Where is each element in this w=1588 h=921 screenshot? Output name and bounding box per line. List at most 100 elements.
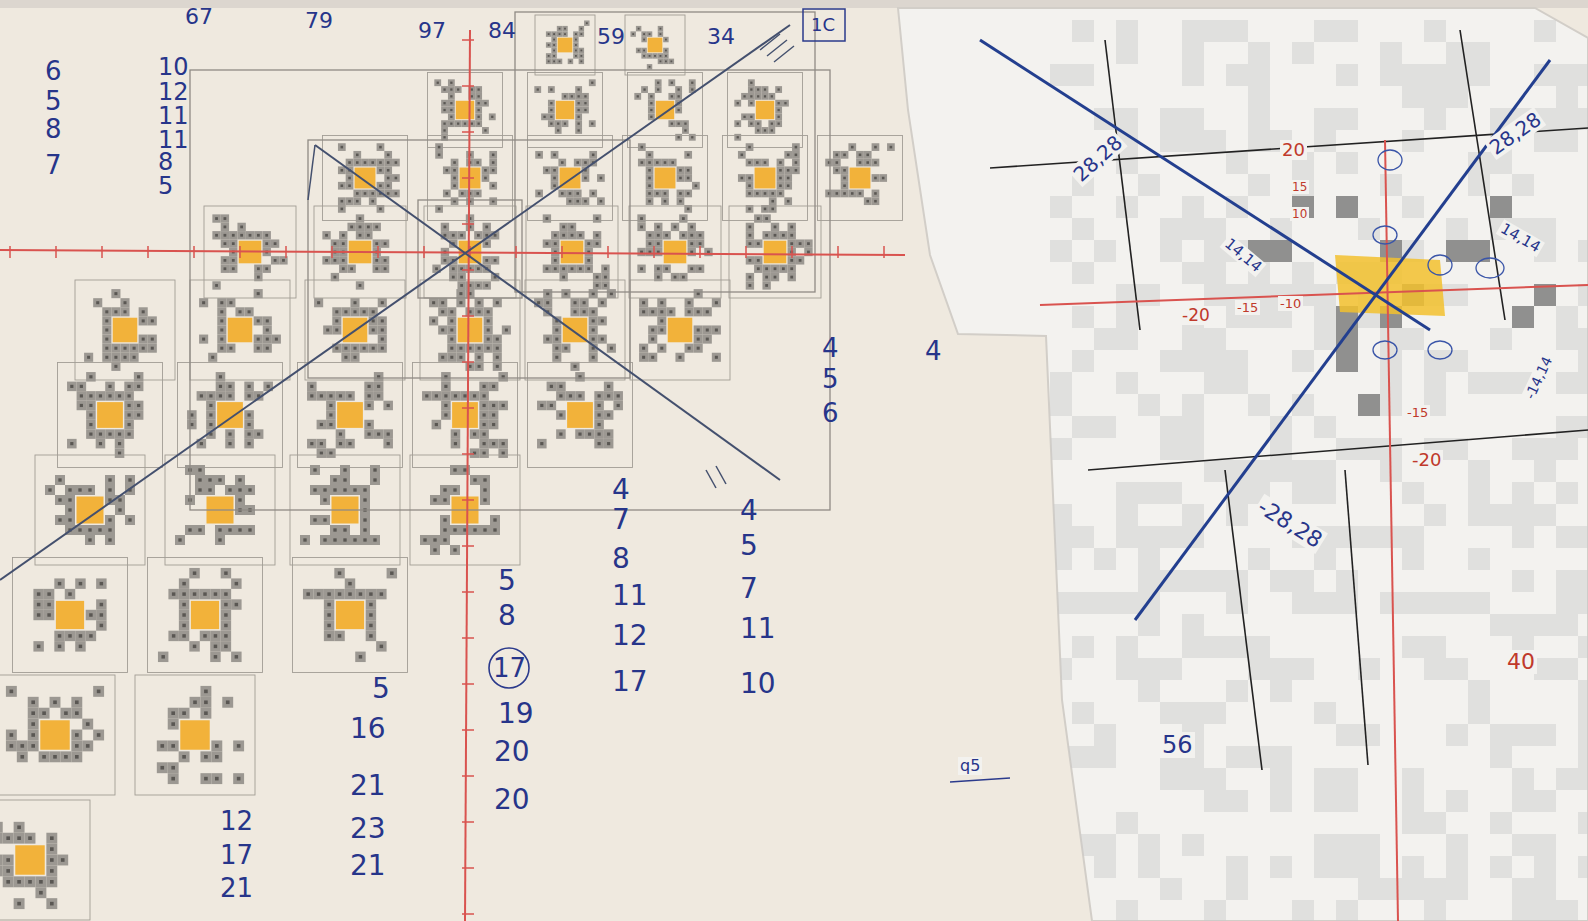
gray-pixel [579, 26, 584, 31]
pixel-dot [642, 356, 645, 359]
pixel-dot [238, 528, 241, 531]
pixel-dot [494, 234, 497, 237]
gray-pixel [443, 190, 451, 198]
gray-pixel [777, 159, 785, 167]
gray-pixel [206, 391, 216, 401]
gray-pixel [102, 344, 111, 353]
gray-pixel [762, 265, 770, 273]
gray-pixel [479, 439, 489, 449]
pixel-dot [682, 234, 685, 237]
gray-pixel [369, 344, 378, 353]
gray-pixel [679, 214, 687, 222]
gray-pixel [613, 391, 623, 401]
pixel-dot [688, 347, 691, 350]
gray-pixel [746, 159, 754, 167]
pixel-dot [607, 385, 610, 388]
pixel-dot [363, 498, 366, 501]
gray-pixel [769, 190, 777, 198]
gray-pixel [334, 589, 344, 599]
gray-pixel [378, 344, 387, 353]
pixel-dot [379, 146, 382, 149]
pixel-dot [485, 284, 488, 287]
pixel-dot [161, 655, 164, 658]
gray-pixel [377, 182, 385, 190]
gray-pixel [345, 391, 355, 401]
pixel-dot [443, 109, 445, 111]
pixel-dot [546, 217, 549, 220]
pixel-dot [764, 95, 766, 97]
pixel-dot [678, 356, 681, 359]
gray-pixel [746, 190, 754, 198]
gray-pixel [384, 166, 392, 174]
cell-frame [528, 73, 603, 148]
pixel-dot [790, 276, 793, 279]
pixel-dot [343, 488, 346, 491]
pixel-dot [478, 347, 481, 350]
gray-pixel [575, 86, 582, 93]
gray-pixel [557, 59, 562, 64]
gray-pixel [696, 265, 704, 273]
pixel-dot [564, 347, 567, 350]
gray-pixel [33, 599, 43, 609]
pixel-dot [643, 88, 645, 90]
pixel-dot [778, 109, 780, 111]
gray-pixel [377, 143, 385, 151]
pixel-dot [657, 234, 660, 237]
pixel-dot [665, 55, 667, 57]
gray-pixel [637, 265, 645, 273]
gray-pixel [377, 159, 385, 167]
gray-pixel [639, 353, 648, 362]
gray-pixel [775, 107, 782, 114]
gray-pixel [568, 223, 576, 231]
pixel-dot [235, 655, 238, 658]
pixel-dot [478, 109, 480, 111]
pixel-dot [363, 518, 366, 521]
pixel-dot [477, 284, 480, 287]
gray-pixel [383, 401, 393, 411]
pixel-dot [492, 423, 495, 426]
gray-pixel [86, 372, 96, 382]
pixel-dot [548, 60, 550, 62]
pixel-dot [569, 394, 572, 397]
gray-pixel [551, 37, 556, 42]
pixel-dot [493, 518, 496, 521]
gray-pixel [125, 515, 135, 525]
gray-pixel [450, 525, 460, 535]
gray-pixel [356, 281, 364, 289]
gray-pixel [663, 37, 668, 42]
pixel-dot [435, 267, 438, 270]
pixel-dot [483, 478, 486, 481]
pixel-dot [238, 498, 241, 501]
pixel-dot [478, 356, 481, 359]
gray-pixel [392, 174, 400, 182]
pixel-dot [648, 177, 651, 180]
pixel-dot [329, 394, 332, 397]
pixel-dot [363, 347, 366, 350]
pixel-dot [443, 88, 445, 90]
gray-pixel [841, 166, 849, 174]
pixel-dot [218, 478, 221, 481]
yellow-center [97, 402, 123, 428]
gray-pixel [369, 325, 378, 334]
pixel-dot [441, 301, 444, 304]
pixel-dot [224, 267, 227, 270]
gray-pixel [585, 239, 593, 247]
gray-pixel [580, 298, 589, 307]
gray-pixel [833, 159, 841, 167]
gray-pixel [148, 316, 157, 325]
pixel-dot [505, 328, 508, 331]
pixel-dot [502, 404, 505, 407]
pixel-dot [137, 385, 140, 388]
gray-pixel [440, 535, 450, 545]
pixel-dot [650, 95, 652, 97]
pixel-dot [579, 234, 582, 237]
pixel-dot [554, 242, 557, 245]
pixel-dot [483, 394, 486, 397]
gray-pixel [788, 223, 796, 231]
pixel-dot [89, 413, 92, 416]
pixel-dot [575, 55, 577, 57]
pixel-dot [215, 234, 218, 237]
pixel-dot [546, 169, 549, 172]
yellow-center [337, 402, 363, 428]
gray-pixel [856, 190, 864, 198]
